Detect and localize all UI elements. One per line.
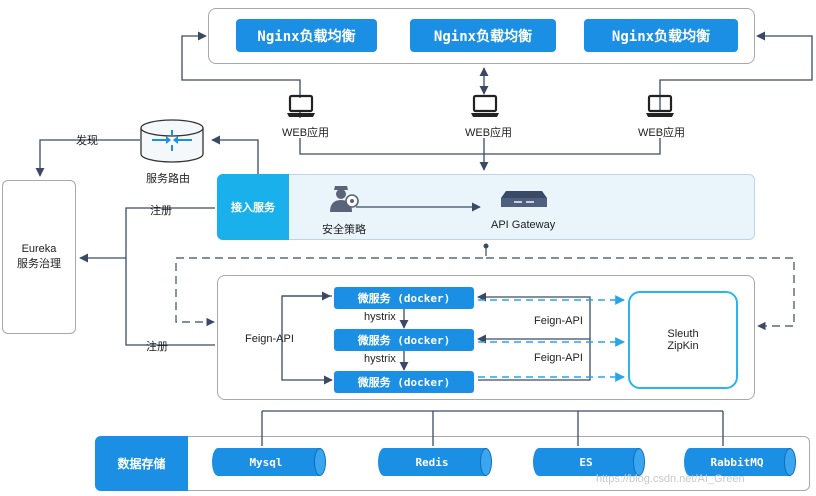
nginx-lb-1[interactable]: Nginx负载均衡 xyxy=(236,19,377,52)
mysql-label: Mysql xyxy=(249,455,283,469)
storage-tile[interactable]: 数据存储 xyxy=(95,436,188,491)
eureka-box[interactable]: Eureka 服务治理 xyxy=(2,180,76,334)
es-label: ES xyxy=(579,455,593,469)
security-guard-icon xyxy=(330,186,359,212)
web-app-label-2: WEB应用 xyxy=(465,127,513,139)
discover-label: 发现 xyxy=(76,135,98,147)
feign-api-right-label-1: Feign-API xyxy=(534,315,583,327)
rabbitmq-label: RabbitMQ xyxy=(710,455,764,469)
router-icon xyxy=(140,119,204,163)
sleuth-zipkin-box[interactable]: Sleuth ZipKin xyxy=(628,291,738,389)
register-label-bottom: 注册 xyxy=(146,341,168,353)
laptop-icon xyxy=(471,94,499,117)
eureka-title: Eureka xyxy=(21,243,57,255)
laptop-icon xyxy=(287,94,315,117)
microservice-2[interactable]: 微服务 (docker) xyxy=(334,329,474,351)
rabbitmq-store[interactable]: RabbitMQ xyxy=(684,448,796,476)
sleuth-label: Sleuth xyxy=(667,328,699,340)
router-label: 服务路由 xyxy=(146,173,190,185)
feign-api-right-label-2: Feign-API xyxy=(534,352,583,364)
access-service-tile[interactable]: 接入服务 xyxy=(217,174,289,240)
redis-store[interactable]: Redis xyxy=(378,448,492,476)
hystrix-label-2: hystrix xyxy=(364,353,396,365)
eureka-subtitle: 服务治理 xyxy=(17,258,61,270)
access-panel xyxy=(217,174,755,240)
zipkin-label: ZipKin xyxy=(667,340,699,352)
access-service-label: 接入服务 xyxy=(231,202,275,214)
web-app-label-3: WEB应用 xyxy=(638,127,686,139)
hystrix-label-1: hystrix xyxy=(364,311,396,323)
es-store[interactable]: ES xyxy=(533,448,645,476)
gateway-icon xyxy=(501,191,547,207)
register-label-top: 注册 xyxy=(150,205,172,217)
watermark: https://blog.csdn.net/AI_Green xyxy=(596,473,745,485)
redis-label: Redis xyxy=(415,455,449,469)
mysql-store[interactable]: Mysql xyxy=(212,448,326,476)
feign-api-left-label: Feign-API xyxy=(245,333,294,345)
gateway-label: API Gateway xyxy=(491,219,556,231)
nginx-lb-2[interactable]: Nginx负载均衡 xyxy=(410,19,556,52)
nginx-lb-3[interactable]: Nginx负载均衡 xyxy=(584,19,738,52)
laptop-icon xyxy=(646,94,674,117)
security-label: 安全策略 xyxy=(322,224,366,236)
storage-label: 数据存储 xyxy=(117,457,166,471)
microservice-1[interactable]: 微服务 (docker) xyxy=(334,287,474,309)
microservice-3[interactable]: 微服务 (docker) xyxy=(334,371,474,393)
web-app-label-1: WEB应用 xyxy=(282,127,330,139)
